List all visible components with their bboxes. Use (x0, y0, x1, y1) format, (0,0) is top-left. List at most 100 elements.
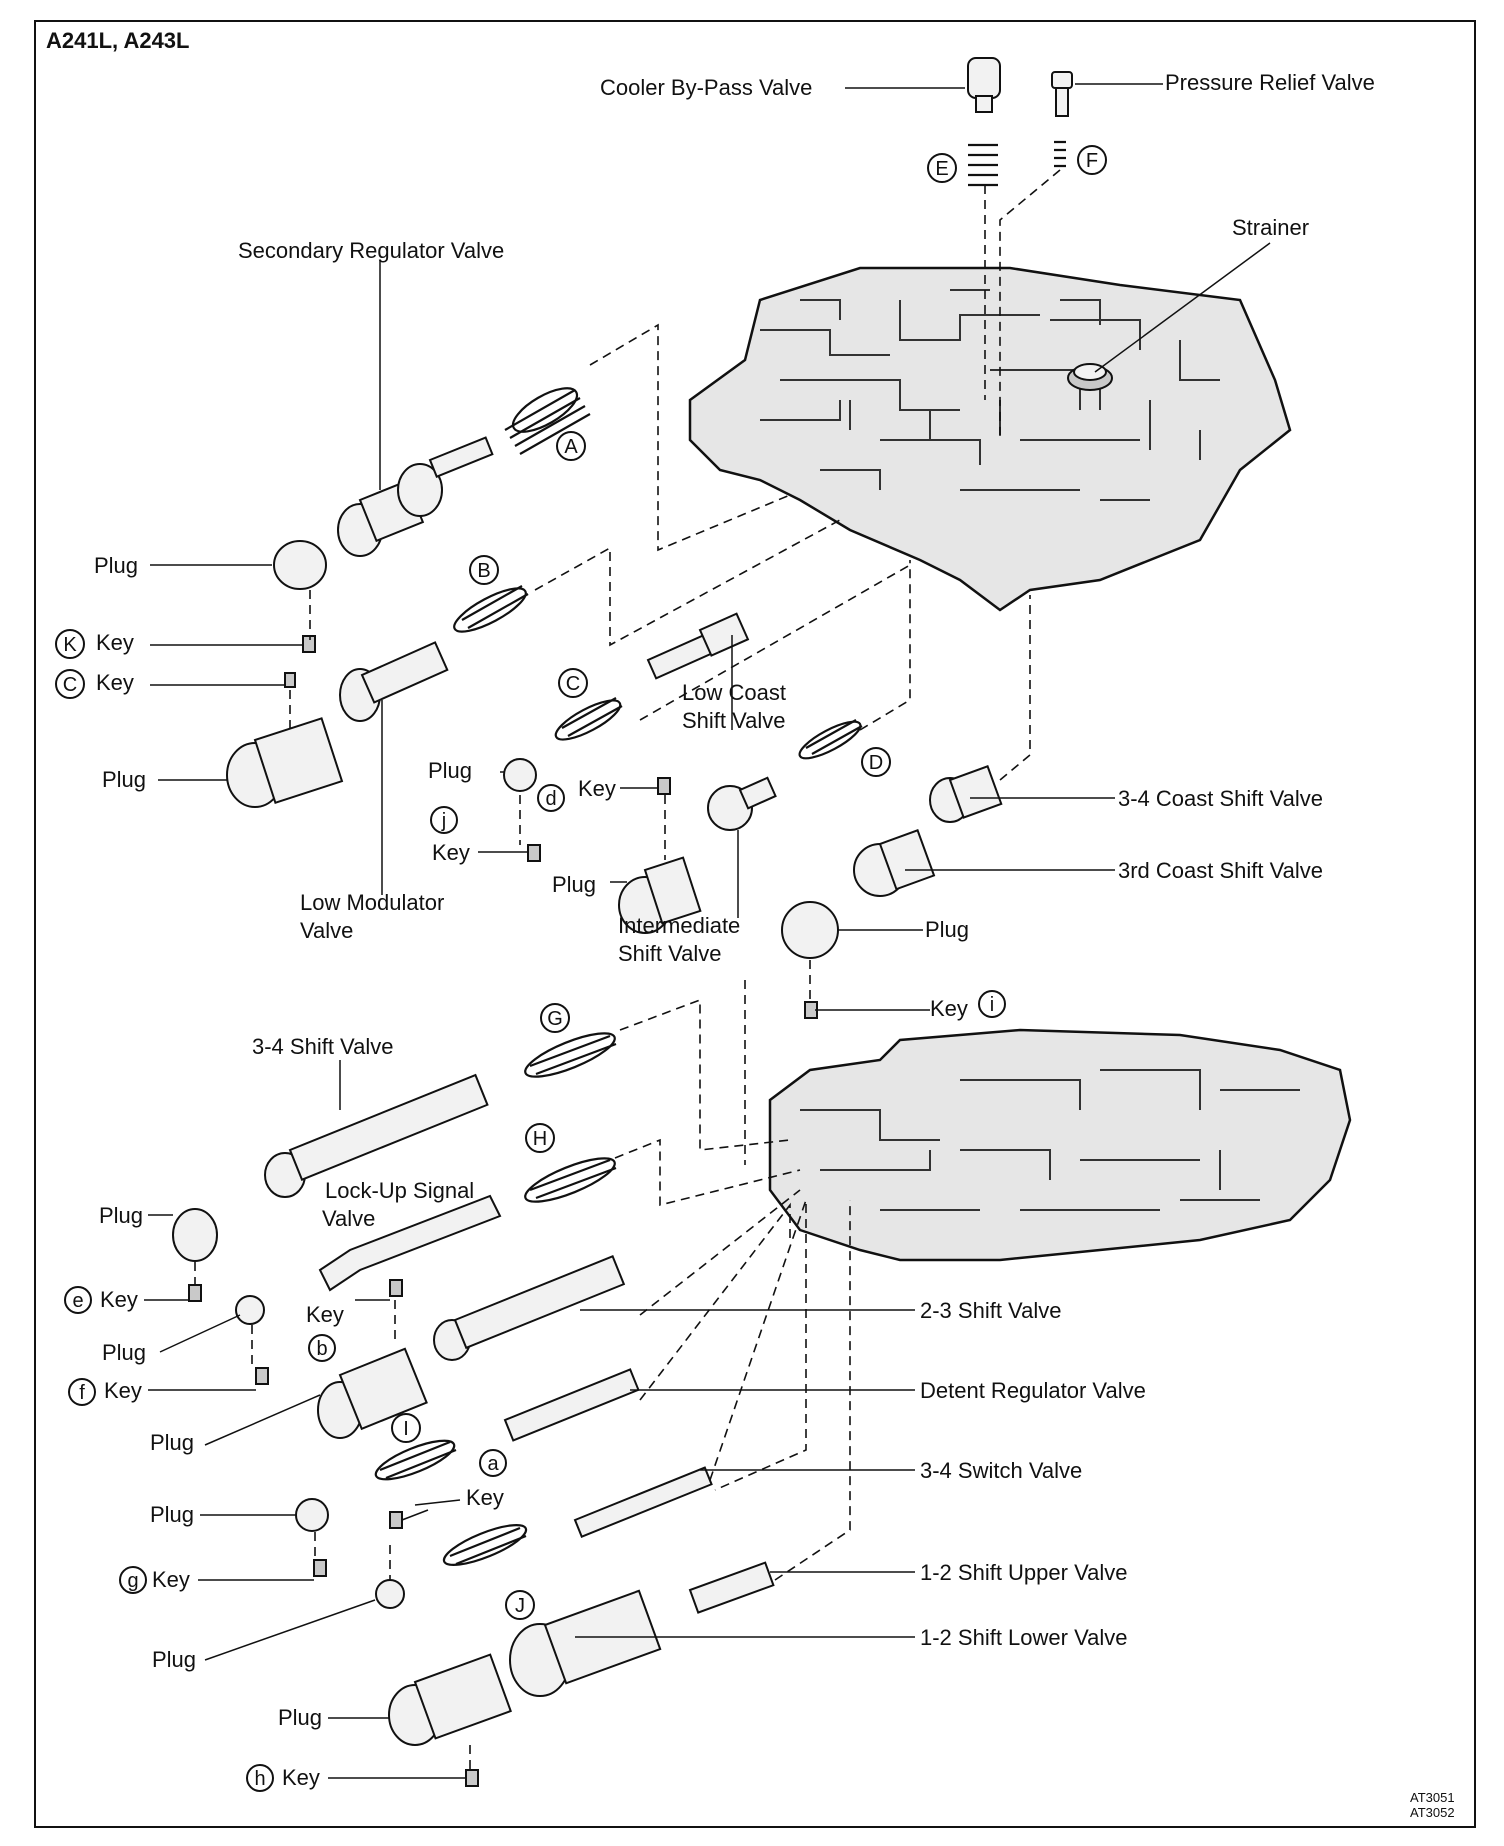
figure-code-1: AT3051 (1410, 1790, 1455, 1805)
ref-a-upper: A (556, 431, 586, 461)
key-f (255, 1367, 269, 1385)
key-b (389, 1279, 403, 1297)
secondary-regulator-valve (337, 436, 494, 557)
two-three-shift-valve (433, 1255, 626, 1361)
svg-text:d: d (545, 788, 556, 810)
svg-text:D: D (869, 752, 883, 774)
ref-e: E (927, 153, 957, 183)
key-k (302, 635, 316, 653)
svg-text:j: j (441, 810, 446, 832)
ref-b-lower: b (308, 1334, 336, 1362)
detent-regulator-valve (503, 1368, 640, 1442)
low-modulator-valve (339, 641, 449, 722)
label-three-four-shift: 3-4 Shift Valve (252, 1034, 393, 1059)
figure-code-2: AT3052 (1410, 1805, 1455, 1820)
svg-text:E: E (935, 158, 948, 180)
ref-j-upper: J (505, 1590, 535, 1620)
plug-large-low-modulator (226, 717, 344, 808)
label-key-j: Key (432, 840, 470, 865)
svg-text:H: H (533, 1128, 547, 1150)
leader-lines (144, 83, 1271, 1779)
svg-text:f: f (79, 1382, 85, 1404)
ref-c-spring: C (558, 668, 588, 698)
svg-text:A: A (564, 436, 578, 458)
label-low-coast-2: Shift Valve (682, 708, 786, 733)
label-plug-8: Plug (150, 1430, 194, 1455)
svg-text:i: i (990, 994, 994, 1016)
upper-valve-body (688, 266, 1292, 612)
label-key-k: Key (96, 630, 134, 655)
plug-small-d (503, 758, 537, 792)
label-three-four-switch: 3-4 Switch Valve (920, 1458, 1082, 1483)
ref-i-lower: i (978, 990, 1006, 1018)
label-third-coast: 3rd Coast Shift Valve (1118, 858, 1323, 883)
ref-a-lower: a (479, 1449, 507, 1477)
intermediate-shift-valve (707, 776, 777, 831)
spring-i (374, 1439, 457, 1481)
ref-k: K (55, 629, 85, 659)
svg-text:K: K (63, 634, 77, 656)
diagram-frame (34, 20, 1476, 1828)
pressure-relief-valve (1051, 71, 1073, 117)
cooler-bypass-valve (967, 57, 1001, 113)
ref-g-lower: g (119, 1566, 147, 1594)
label-plug-3: Plug (428, 758, 472, 783)
label-two-three-shift: 2-3 Shift Valve (920, 1298, 1061, 1323)
svg-text:b: b (316, 1338, 327, 1360)
three-four-coast-shift-valve (929, 765, 1003, 823)
key-parts (188, 635, 818, 1787)
label-plug-6: Plug (99, 1203, 143, 1228)
spring-c (554, 697, 623, 741)
ref-g: G (540, 1003, 570, 1033)
label-plug-7: Plug (102, 1340, 146, 1365)
label-intermediate-1: Intermediate (618, 913, 740, 938)
spring-j (442, 1524, 528, 1566)
svg-text:e: e (72, 1290, 83, 1312)
label-intermediate-2: Shift Valve (618, 941, 722, 966)
low-coast-shift-valve (646, 612, 750, 680)
key-c (284, 672, 296, 688)
strainer (1067, 363, 1113, 391)
svg-text:g: g (127, 1570, 138, 1592)
label-key-b: Key (306, 1302, 344, 1327)
plug-j (375, 1579, 405, 1609)
spring-e (968, 143, 998, 187)
label-plug-5: Plug (925, 917, 969, 942)
plug-i (781, 901, 839, 959)
svg-text:I: I (403, 1418, 409, 1440)
lower-valve-body (768, 1028, 1352, 1262)
ref-i-upper: I (391, 1413, 421, 1443)
svg-text:B: B (477, 560, 490, 582)
label-lockup-2: Valve (322, 1206, 375, 1231)
plug-secondary-regulator (273, 540, 327, 590)
ref-j-lower: j (430, 806, 458, 834)
svg-text:G: G (547, 1008, 563, 1030)
svg-text:C: C (63, 674, 77, 696)
label-plug-9: Plug (150, 1502, 194, 1527)
ref-f-lower: f (68, 1378, 96, 1406)
part-labels: Cooler By-Pass Valve Pressure Relief Val… (94, 70, 1375, 1790)
label-three-four-coast: 3-4 Coast Shift Valve (1118, 786, 1323, 811)
three-four-switch-valve (573, 1466, 713, 1538)
ref-d-upper: D (861, 747, 891, 777)
svg-text:a: a (487, 1453, 499, 1475)
plug-h (388, 1653, 512, 1746)
svg-text:h: h (254, 1768, 265, 1790)
label-strainer: Strainer (1232, 215, 1309, 240)
spring-g (524, 1032, 617, 1078)
label-key-h: Key (282, 1765, 320, 1790)
diagram-title: A241L, A243L (46, 28, 189, 53)
ref-d-lower: d (537, 784, 565, 812)
three-four-shift-valve (264, 1073, 489, 1198)
key-intermediate (657, 777, 671, 795)
label-key-i: Key (930, 996, 968, 1021)
ref-h-upper: H (525, 1123, 555, 1153)
label-plug-2: Plug (102, 767, 146, 792)
key-a (389, 1511, 403, 1529)
spring-f (1054, 140, 1066, 168)
label-cooler-bypass-valve: Cooler By-Pass Valve (600, 75, 812, 100)
label-key-g: Key (152, 1567, 190, 1592)
label-plug-4: Plug (552, 872, 596, 897)
spring-h (524, 1157, 617, 1203)
spring-a (504, 387, 591, 455)
